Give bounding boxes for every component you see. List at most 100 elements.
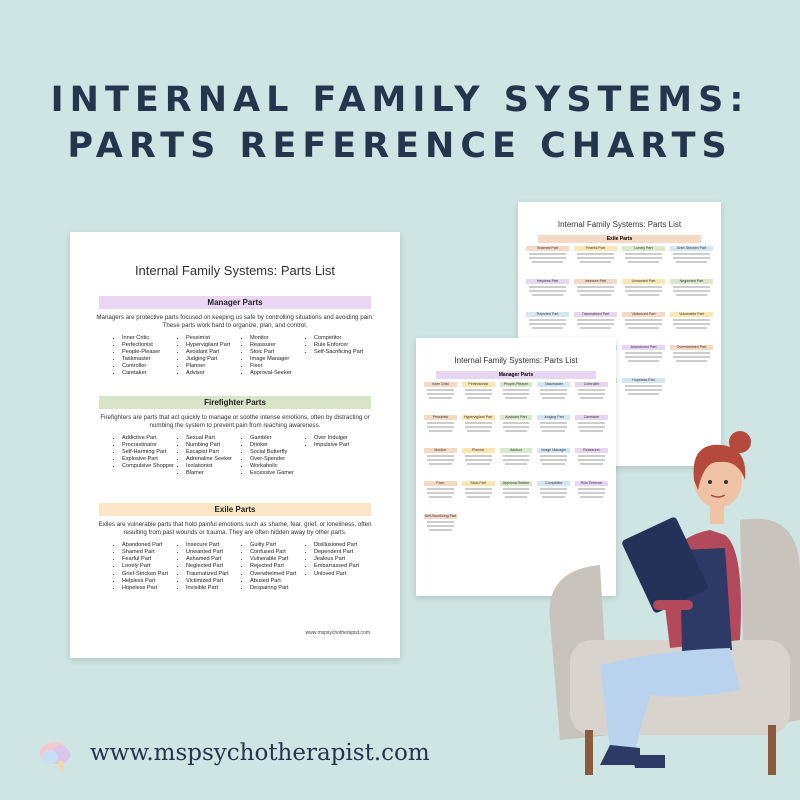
- text-line: [466, 496, 490, 498]
- section-heading: Firefighter Parts: [99, 395, 371, 409]
- text-line: [578, 422, 605, 424]
- text-line: [625, 290, 662, 292]
- part-item: Caretaker: [122, 370, 176, 377]
- part-tile-label: Judging Part: [537, 415, 571, 420]
- part-tile: Victimized Part: [622, 312, 665, 342]
- part-tile: Fixer: [424, 481, 457, 511]
- parts-column: Over IndulgerImpulsive Part: [304, 435, 368, 478]
- main-sheet-footer: www.mspsychotherapist.com: [305, 630, 370, 636]
- part-tile: Approval-Seeker: [499, 481, 533, 511]
- text-line: [466, 430, 490, 432]
- part-item: Self-Harming Part: [122, 449, 176, 456]
- text-line: [504, 496, 528, 498]
- text-line: [464, 422, 492, 424]
- text-line: [580, 327, 611, 329]
- part-item: Workaholic: [250, 463, 304, 470]
- text-line: [580, 463, 604, 465]
- part-tile: Hypervigilant Part: [461, 415, 495, 445]
- part-tile-label: Image Manager: [537, 448, 571, 453]
- parts-column: MonitorReassurerStoic PartImage ManagerF…: [240, 335, 304, 378]
- section-description: Managers are protective parts focused on…: [96, 314, 374, 329]
- text-line: [427, 426, 454, 428]
- text-line: [628, 360, 659, 362]
- part-item: Guilty Part: [250, 542, 304, 549]
- text-line: [625, 286, 662, 288]
- part-item: Dependent Part: [314, 549, 368, 556]
- part-tile: Competitor: [537, 481, 571, 511]
- part-item: Shamed Part: [122, 549, 176, 556]
- part-item: Addictive Part: [122, 435, 176, 442]
- text-line: [673, 290, 710, 292]
- text-line: [428, 430, 452, 432]
- text-line: [540, 488, 568, 490]
- part-tile-label: Victimized Part: [622, 312, 665, 317]
- headline-line-1: INTERNAL FAMILY SYSTEMS:: [50, 80, 750, 120]
- text-line: [628, 294, 659, 296]
- parts-column: Disillusioned PartDependent PartJealous …: [304, 542, 368, 592]
- part-item: Ashamed Part: [186, 556, 240, 563]
- text-line: [625, 257, 662, 259]
- part-item: Stoic Part: [250, 349, 304, 356]
- part-item: Over-Spender: [250, 456, 304, 463]
- part-tile: Controller: [575, 382, 608, 412]
- part-item: Abandoned Part: [122, 542, 176, 549]
- part-item: Gambler: [250, 435, 304, 442]
- part-tile: Inner Critic: [424, 382, 457, 412]
- text-line: [540, 426, 568, 428]
- text-line: [428, 397, 452, 399]
- part-tile-label: Unwanted Part: [622, 279, 665, 284]
- part-tile: Neglected Part: [670, 279, 713, 309]
- text-line: [540, 389, 568, 391]
- part-item: Unloved Part: [314, 571, 368, 578]
- part-item: Disillusioned Part: [314, 542, 368, 549]
- part-item: Hopeless Part: [122, 585, 176, 592]
- part-tile-label: Taskmaster: [537, 382, 571, 387]
- text-line: [542, 397, 566, 399]
- part-tile: Stoic Part: [461, 481, 495, 511]
- part-tile-label: People-Pleaser: [499, 382, 533, 387]
- part-tile: Rejected Part: [526, 312, 569, 342]
- text-line: [464, 426, 492, 428]
- part-item: Advisor: [186, 370, 240, 377]
- text-line: [502, 426, 530, 428]
- part-tile-label: Lonely Part: [622, 246, 665, 251]
- part-tile-label: Reassurer: [575, 448, 608, 453]
- part-item: Numbing Part: [186, 442, 240, 449]
- text-line: [542, 496, 566, 498]
- text-line: [427, 525, 454, 527]
- text-line: [502, 488, 530, 490]
- part-tile-label: Vulnerable Part: [670, 312, 713, 317]
- part-tile: Traumatized Part: [574, 312, 617, 342]
- part-item: Drinker: [250, 442, 304, 449]
- text-line: [628, 261, 659, 263]
- part-item: Image Manager: [250, 356, 304, 363]
- part-item: Avoidant Part: [186, 349, 240, 356]
- part-item: Blamer: [186, 470, 240, 477]
- part-tile-label: Abandoned Part: [622, 345, 665, 350]
- text-line: [504, 430, 528, 432]
- part-item: Overwhelmed Part: [250, 571, 304, 578]
- part-tile-label: Rejected Part: [526, 312, 569, 317]
- text-line: [427, 455, 454, 457]
- part-item: Planner: [186, 363, 240, 370]
- text-line: [464, 492, 492, 494]
- text-line: [502, 459, 530, 461]
- text-line: [529, 257, 566, 259]
- part-item: Rule Enforcer: [314, 342, 368, 349]
- part-item: Invisible Part: [186, 585, 240, 592]
- part-item: Helpless Part: [122, 578, 176, 585]
- text-line: [625, 319, 662, 321]
- website-url[interactable]: www.mspsychotherapist.com: [90, 740, 430, 766]
- part-tile: Unwanted Part: [622, 279, 665, 309]
- text-line: [532, 261, 563, 263]
- text-line: [428, 496, 452, 498]
- text-line: [625, 253, 662, 255]
- section-description: Exiles are vulnerable parts that hold pa…: [98, 521, 372, 537]
- section-heading: Exile Parts: [99, 503, 371, 517]
- part-tile: Perfectionist: [461, 382, 495, 412]
- part-tile-label: Stoic Part: [461, 481, 495, 486]
- text-line: [580, 261, 611, 263]
